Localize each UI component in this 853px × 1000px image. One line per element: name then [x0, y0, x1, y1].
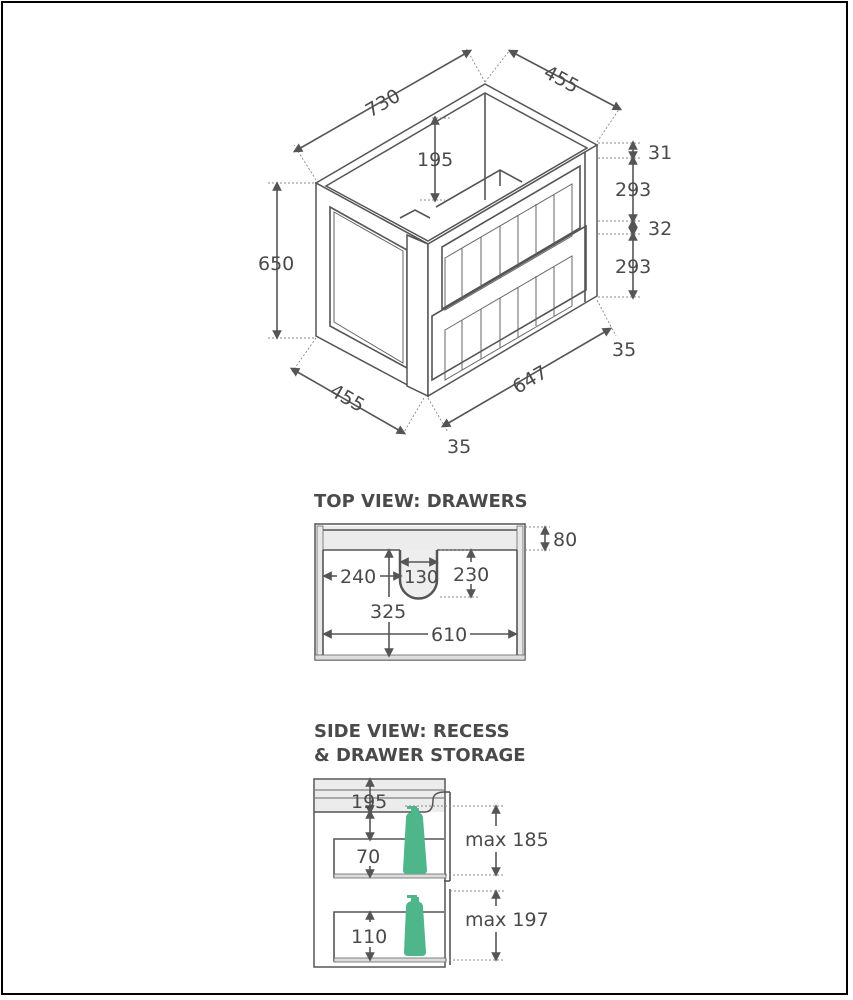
- dim-width-730: 730: [362, 85, 404, 122]
- top-view-drawing: [314, 523, 550, 661]
- dim-height-650: 650: [258, 253, 294, 275]
- dim-recess-195-side: 195: [351, 791, 387, 813]
- isometric-cabinet: [314, 83, 599, 398]
- bottle-icon-lower: [404, 895, 426, 956]
- dim-upper-max-185: max 185: [465, 829, 549, 851]
- dim-side-right-35: 35: [612, 339, 636, 361]
- dim-depth-top-455: 455: [540, 61, 582, 97]
- dim-inner-width-610: 610: [431, 624, 467, 646]
- dim-left-offset-240: 240: [340, 566, 376, 588]
- iso-dimension-lines: [268, 47, 642, 435]
- dim-drawer-lower-293: 293: [615, 256, 651, 278]
- dim-top-rail-31: 31: [648, 142, 672, 164]
- dim-lower-max-197: max 197: [465, 909, 549, 931]
- dim-depth-bottom-455: 455: [326, 380, 368, 417]
- side-view-title-line2: & DRAWER STORAGE: [314, 745, 526, 766]
- dim-upper-drawer-70: 70: [356, 846, 380, 868]
- bottle-icon-upper: [403, 806, 427, 874]
- side-view-drawing: [313, 777, 505, 968]
- dim-mid-rail-32: 32: [648, 218, 672, 240]
- dim-recess-195: 195: [417, 149, 453, 171]
- side-view-title-line1: SIDE VIEW: RECESS: [314, 721, 510, 742]
- dim-drawer-upper-293: 293: [615, 179, 651, 201]
- dim-lower-drawer-110: 110: [351, 926, 387, 948]
- dim-cutout-width-130: 130: [404, 567, 438, 588]
- dim-inner-depth-325: 325: [370, 601, 406, 623]
- side-view-labels: 195 70 max 185 110 max 197: [351, 791, 549, 948]
- dim-side-left-35: 35: [447, 436, 471, 458]
- top-view-labels: 80 240 130 230 325 610: [340, 529, 577, 646]
- dim-cutout-depth-230: 230: [453, 564, 489, 586]
- dim-top-band-80: 80: [553, 529, 577, 551]
- top-view-title: TOP VIEW: DRAWERS: [314, 491, 528, 512]
